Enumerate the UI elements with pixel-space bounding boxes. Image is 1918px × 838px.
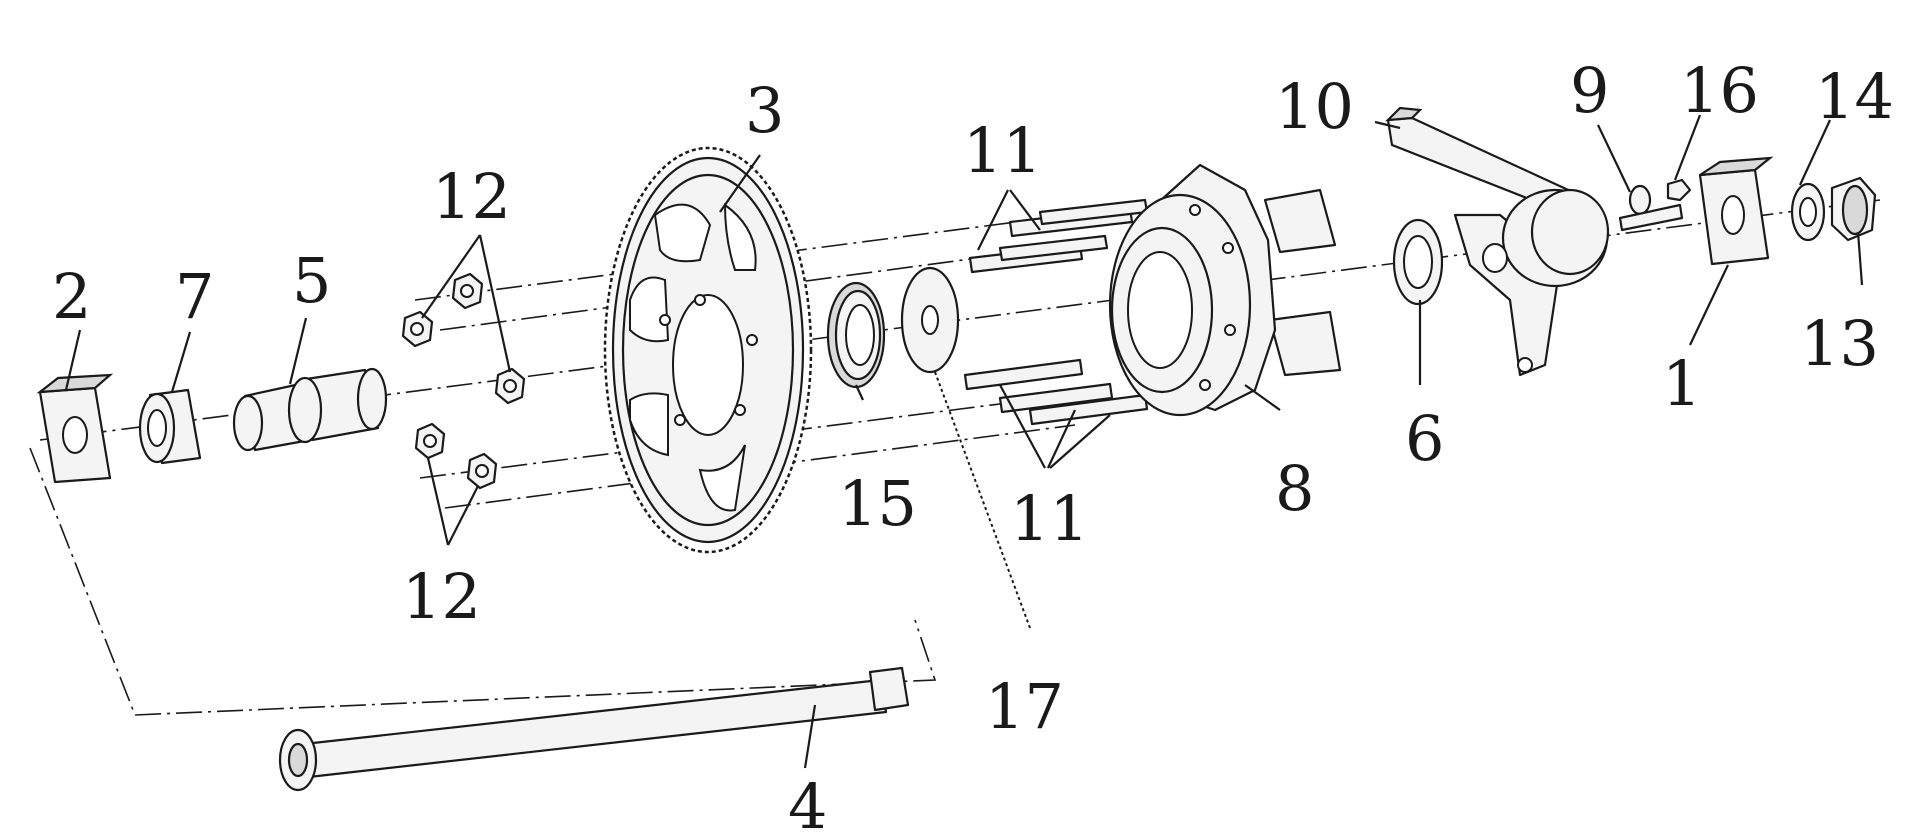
callout-1: 1 xyxy=(1662,347,1701,420)
leader-12-bot-a xyxy=(426,457,450,546)
part-7-bushing xyxy=(138,388,202,465)
leader-12-top-a xyxy=(421,234,481,319)
part-6-bearing xyxy=(1392,218,1444,306)
part-14-washer xyxy=(1790,182,1826,242)
leader-9 xyxy=(1597,124,1631,193)
leader-5 xyxy=(288,317,308,385)
leader-12-bot-b xyxy=(447,485,479,546)
part-2-spacer-plate xyxy=(36,373,114,484)
callout-17: 17 xyxy=(985,670,1064,743)
callout-16: 16 xyxy=(1680,54,1759,127)
callout-13: 13 xyxy=(1800,307,1879,380)
part-4-axle xyxy=(278,666,910,792)
leader-14 xyxy=(1799,119,1831,186)
callout-labels: 2 7 5 3 11 11 12 12 15 17 8 6 10 9 16 14… xyxy=(52,54,1894,838)
callout-12-top: 12 xyxy=(432,160,511,233)
leader-15 xyxy=(855,384,864,401)
leader-4 xyxy=(803,704,817,769)
leader-11-bot-b xyxy=(1047,409,1076,469)
leader-11-top-b xyxy=(1009,189,1041,231)
callout-10: 10 xyxy=(1275,70,1354,143)
leader-lines xyxy=(64,114,1864,769)
part-13-axle-nut xyxy=(1830,176,1877,242)
callout-11-top: 11 xyxy=(963,114,1042,187)
callout-11-bottom: 11 xyxy=(1010,482,1089,555)
leader-11-bot-a xyxy=(999,384,1046,469)
leader-1 xyxy=(1689,264,1729,346)
leader-7 xyxy=(170,331,192,393)
leader-3 xyxy=(719,154,761,213)
callout-9: 9 xyxy=(1570,54,1609,127)
part-8-hub xyxy=(1108,163,1342,417)
leader-13 xyxy=(1856,231,1864,286)
leader-8 xyxy=(1244,384,1281,411)
callout-7: 7 xyxy=(175,260,214,333)
callout-5: 5 xyxy=(292,244,331,317)
leader-11-bot-c xyxy=(1049,414,1111,469)
callout-14: 14 xyxy=(1815,60,1894,133)
part-17-washer xyxy=(900,266,960,374)
leader-11-top-a xyxy=(977,189,1009,251)
callout-3: 3 xyxy=(745,74,784,147)
leader-2 xyxy=(64,329,82,391)
callout-8: 8 xyxy=(1275,452,1314,525)
callout-6: 6 xyxy=(1405,402,1444,475)
callout-15: 15 xyxy=(838,467,917,540)
part-1-spacer-plate xyxy=(1698,156,1774,266)
part-9-small-bushing xyxy=(1628,184,1652,216)
part-5-stepped-spacer xyxy=(232,367,388,452)
leader-12-top-b xyxy=(478,234,512,373)
part-10-brake-arm xyxy=(1385,106,1610,377)
leader-10 xyxy=(1374,120,1401,130)
part-16-bolt xyxy=(1618,178,1692,232)
callout-2: 2 xyxy=(52,260,91,333)
leader-16 xyxy=(1673,114,1702,181)
part-3-sprocket xyxy=(603,146,813,554)
callout-4: 4 xyxy=(788,770,827,838)
callout-12-bottom: 12 xyxy=(402,560,481,633)
part-15-oil-seal xyxy=(826,281,886,389)
part-12-nuts xyxy=(401,272,526,490)
